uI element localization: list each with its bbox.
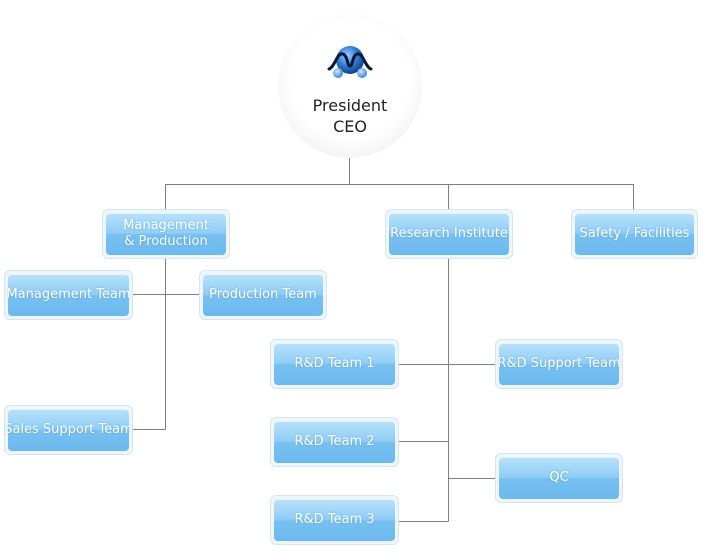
dept-safety-facilities-label: Safety / Facilities xyxy=(579,226,690,241)
ceo-title-line2: CEO xyxy=(333,117,367,136)
dept-research-institute-label: Research Institute xyxy=(390,226,508,241)
dept-management-production[interactable]: Management & Production xyxy=(102,209,230,259)
team-management[interactable]: Management Team xyxy=(4,270,133,320)
team-qc-label: QC xyxy=(549,470,569,485)
team-qc[interactable]: QC xyxy=(495,453,623,503)
team-rd-3[interactable]: R&D Team 3 xyxy=(270,495,399,545)
team-rd-1-label: R&D Team 1 xyxy=(294,356,375,371)
dept-research-institute[interactable]: Research Institute xyxy=(385,209,513,259)
dept-safety-facilities[interactable]: Safety / Facilities xyxy=(571,209,698,259)
team-rd-2[interactable]: R&D Team 2 xyxy=(270,417,399,467)
team-rd-2-label: R&D Team 2 xyxy=(294,434,375,449)
team-production[interactable]: Production Team xyxy=(199,270,327,320)
team-production-label: Production Team xyxy=(209,287,317,302)
company-logo-icon xyxy=(327,46,373,78)
team-rd-support[interactable]: R&D Support Team xyxy=(495,339,623,389)
ceo-title-line1: President xyxy=(312,96,388,115)
team-management-label: Management Team xyxy=(6,287,131,302)
dept-management-production-label-line1: Management xyxy=(123,218,209,233)
dept-management-production-label-line2: & Production xyxy=(124,234,208,249)
team-rd-support-label: R&D Support Team xyxy=(497,356,621,371)
team-sales-support-label: Sales Support Team xyxy=(4,422,133,437)
team-sales-support[interactable]: Sales Support Team xyxy=(4,405,133,455)
ceo-node[interactable]: President CEO xyxy=(278,14,422,158)
team-rd-1[interactable]: R&D Team 1 xyxy=(270,339,399,389)
team-rd-3-label: R&D Team 3 xyxy=(294,512,375,527)
